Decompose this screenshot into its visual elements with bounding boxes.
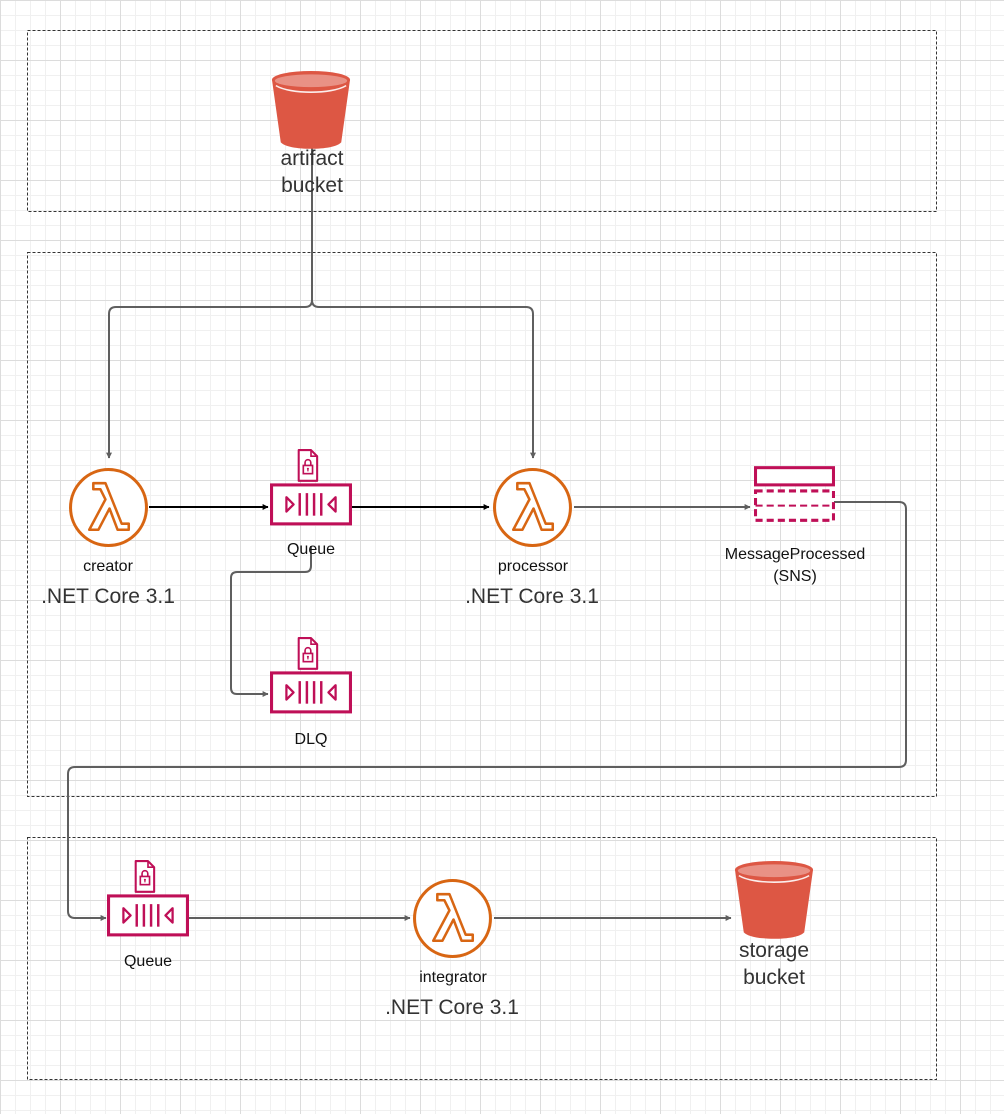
edge-sns-to-integration-queue	[67, 501, 907, 921]
edge-artifact-to-creator	[106, 120, 313, 459]
processor-runtime-label: .NET Core 3.1	[465, 585, 599, 608]
s3-bucket-icon	[271, 70, 351, 150]
artifact-bucket-label-line1: artifact	[280, 147, 343, 170]
dlq-node[interactable]: DLQ	[270, 636, 352, 748]
sqs-queue-icon	[270, 636, 352, 714]
sqs-queue-icon	[270, 448, 352, 526]
lambda-icon	[493, 468, 572, 547]
integration-queue-label: Queue	[124, 953, 172, 970]
sns-topic-icon	[754, 466, 835, 522]
artifact-bucket-label-line2: bucket	[281, 174, 343, 197]
integrator-runtime-label: .NET Core 3.1	[385, 996, 519, 1019]
main-queue-node[interactable]: Queue	[270, 448, 352, 558]
integration-queue-node[interactable]: Queue	[107, 859, 189, 970]
main-queue-label: Queue	[287, 541, 335, 558]
group-top-container	[27, 30, 937, 212]
group-middle-container	[27, 252, 937, 797]
storage-bucket-label-line2: bucket	[743, 966, 805, 989]
edge-artifact-to-processor	[311, 299, 536, 459]
storage-bucket-node[interactable]: storage bucket	[734, 860, 814, 989]
sns-topic-label-line2: (SNS)	[773, 568, 817, 585]
s3-bucket-icon	[734, 860, 814, 940]
processor-lambda-node[interactable]: processor .NET Core 3.1	[465, 468, 599, 608]
sqs-queue-icon	[107, 859, 189, 937]
integrator-lambda-node[interactable]: integrator .NET Core 3.1	[385, 879, 519, 1019]
creator-lambda-node[interactable]: creator .NET Core 3.1	[41, 468, 175, 608]
creator-runtime-label: .NET Core 3.1	[41, 585, 175, 608]
artifact-bucket-node[interactable]: artifact bucket	[271, 70, 351, 197]
dlq-label: DLQ	[295, 731, 328, 748]
storage-bucket-label-line1: storage	[739, 939, 809, 962]
lambda-icon	[413, 879, 492, 958]
processor-label: processor	[498, 558, 569, 575]
integrator-label: integrator	[419, 969, 487, 986]
sns-topic-label-line1: MessageProcessed	[725, 546, 866, 563]
group-bottom-container	[27, 837, 937, 1080]
lambda-icon	[69, 468, 148, 547]
edge-queue-to-dlq	[230, 546, 312, 697]
sns-topic-node[interactable]: MessageProcessed (SNS)	[725, 466, 866, 585]
creator-label: creator	[83, 558, 133, 575]
